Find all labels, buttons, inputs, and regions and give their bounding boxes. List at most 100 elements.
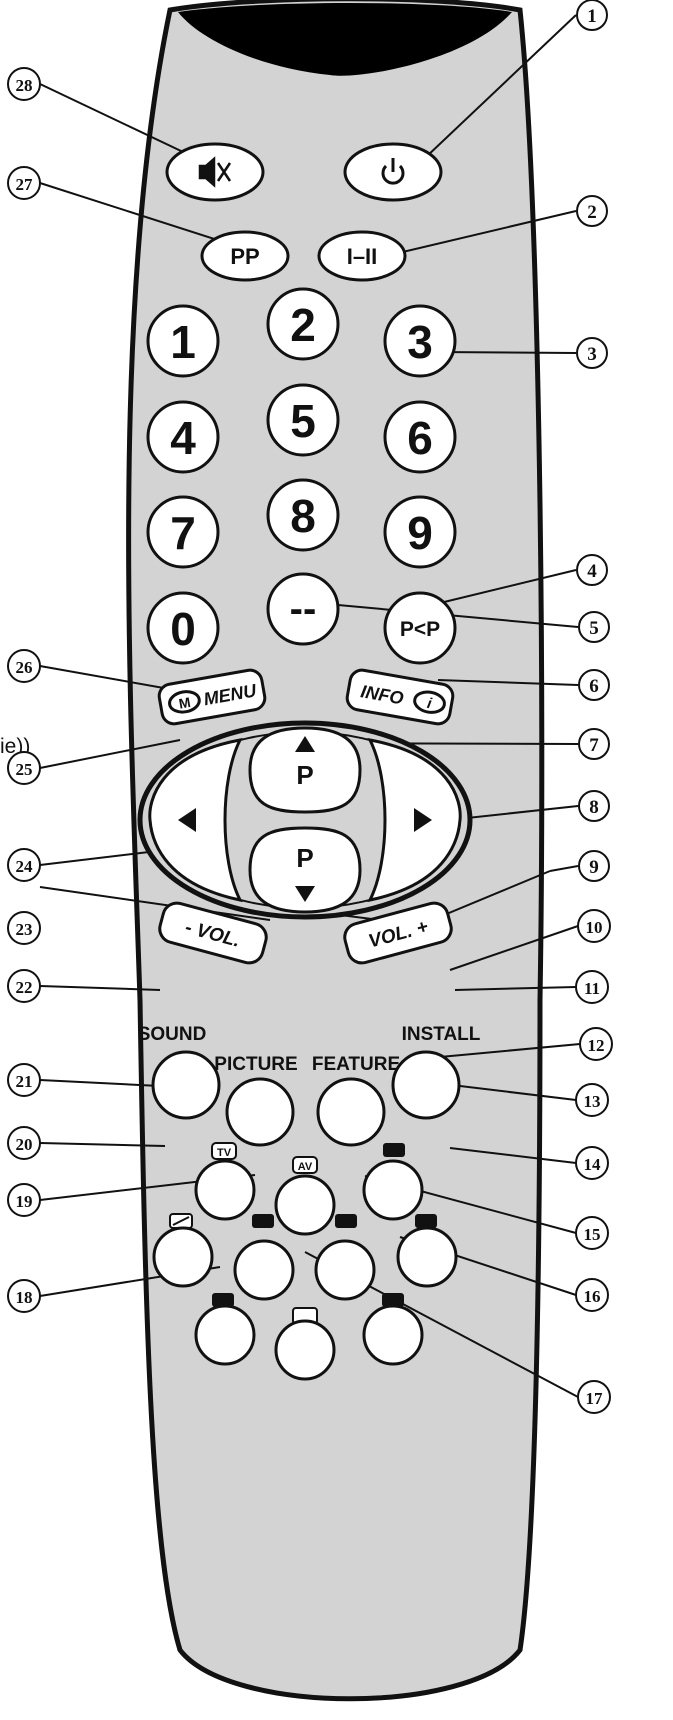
svg-text:15: 15 xyxy=(584,1225,601,1244)
callout-2: 2 xyxy=(576,195,608,227)
svg-text:19: 19 xyxy=(16,1192,33,1211)
arrow-right-icon xyxy=(414,808,432,832)
svg-text:20: 20 xyxy=(16,1135,33,1154)
svg-text:M: M xyxy=(177,694,191,712)
pap-button[interactable]: P<P xyxy=(383,591,457,665)
svg-text:14: 14 xyxy=(584,1155,602,1174)
index-button[interactable] xyxy=(194,1304,256,1366)
digit-button-1[interactable]: 1 xyxy=(146,304,220,378)
svg-text:26: 26 xyxy=(16,658,33,677)
svg-text:7: 7 xyxy=(589,735,599,756)
callout-13: 13 xyxy=(575,1083,609,1117)
svg-text:6: 6 xyxy=(589,676,599,697)
teletext-icon xyxy=(383,1143,405,1157)
svg-text:24: 24 xyxy=(16,857,34,876)
right-button[interactable] xyxy=(367,737,462,903)
hold-icon xyxy=(252,1214,274,1228)
callout-3: 3 xyxy=(576,337,608,369)
callouts: 1 2 3 4 5 6 7 8 9 10 11 12 13 14 15 16 1… xyxy=(7,0,613,1414)
callout-10: 10 xyxy=(577,909,611,943)
svg-text:1: 1 xyxy=(587,6,597,27)
svg-text:6: 6 xyxy=(407,412,433,464)
volume-down-button[interactable]: - VOL. xyxy=(157,900,270,966)
callout-19: 19 xyxy=(7,1183,41,1217)
callout-27: 27 xyxy=(7,166,41,200)
svg-text:4: 4 xyxy=(587,561,597,582)
mix-button[interactable] xyxy=(314,1239,376,1301)
info-button[interactable]: INFO i xyxy=(345,668,455,726)
page-size-button[interactable] xyxy=(152,1226,214,1288)
program-down-button[interactable]: P xyxy=(248,826,362,914)
digit-button-2[interactable]: 2 xyxy=(266,287,340,361)
pp-button[interactable]: PP xyxy=(200,230,290,282)
subpage-icon xyxy=(382,1293,404,1307)
cancel-button[interactable] xyxy=(396,1226,458,1288)
av-badge: AV xyxy=(292,1156,318,1174)
callout-7: 7 xyxy=(578,728,610,760)
svg-text:21: 21 xyxy=(16,1072,33,1091)
power-icon xyxy=(381,158,405,185)
digit-button-5[interactable]: 5 xyxy=(266,383,340,457)
power-button[interactable] xyxy=(343,142,443,202)
mono-stereo-button[interactable]: I–II xyxy=(317,230,407,282)
tv-badge: TV xyxy=(211,1142,237,1160)
svg-text:5: 5 xyxy=(589,618,599,639)
digit-button-0[interactable]: 0 xyxy=(146,591,220,665)
arrow-down-icon xyxy=(295,886,315,902)
subpage-button[interactable] xyxy=(362,1304,424,1366)
sound-button[interactable] xyxy=(151,1050,221,1120)
tv-button[interactable] xyxy=(194,1159,256,1221)
picture-button[interactable] xyxy=(225,1077,295,1147)
svg-text:--: -- xyxy=(290,587,317,631)
svg-text:12: 12 xyxy=(588,1036,605,1055)
callout-25: 25 xyxy=(7,751,41,785)
callout-22: 22 xyxy=(7,969,41,1003)
menu-button[interactable]: M MENU xyxy=(157,668,267,726)
digit-button-9[interactable]: 9 xyxy=(383,495,457,569)
digit-button-6[interactable]: 6 xyxy=(383,400,457,474)
svg-text:9: 9 xyxy=(407,507,433,559)
index-icon xyxy=(212,1293,234,1307)
callout-14: 14 xyxy=(575,1146,609,1180)
callout-15: 15 xyxy=(575,1216,609,1250)
svg-text:2: 2 xyxy=(587,202,597,223)
svg-text:8: 8 xyxy=(589,797,599,818)
info-badge xyxy=(413,690,446,714)
teletext-button[interactable] xyxy=(362,1159,424,1221)
picture-label: PICTURE xyxy=(214,1054,297,1075)
hold-button[interactable] xyxy=(233,1239,295,1301)
svg-text:8: 8 xyxy=(290,490,316,542)
feature-label: FEATURE xyxy=(312,1054,400,1075)
volume-up-button[interactable]: VOL. + xyxy=(342,900,455,966)
callout-23: 23 xyxy=(7,911,41,945)
reveal-button[interactable] xyxy=(274,1319,336,1381)
svg-text:18: 18 xyxy=(16,1288,33,1307)
digit-button-8[interactable]: 8 xyxy=(266,478,340,552)
mix-icon xyxy=(335,1214,357,1228)
digit-button-3[interactable]: 3 xyxy=(383,304,457,378)
sound-label: SOUND xyxy=(138,1024,207,1045)
mute-button[interactable] xyxy=(165,142,265,202)
av-button[interactable] xyxy=(274,1174,336,1236)
callout-26: 26 xyxy=(7,649,41,683)
two-digit-button[interactable]: -- xyxy=(266,572,340,646)
svg-text:AV: AV xyxy=(298,1161,313,1173)
callout-6: 6 xyxy=(578,669,610,701)
callout-17: 17 xyxy=(577,1380,611,1414)
svg-text:17: 17 xyxy=(586,1389,604,1408)
feature-button[interactable] xyxy=(316,1077,386,1147)
callout-18: 18 xyxy=(7,1279,41,1313)
program-up-button[interactable]: P xyxy=(248,726,362,814)
install-button[interactable] xyxy=(391,1050,461,1120)
svg-text:3: 3 xyxy=(407,316,433,368)
callout-1: 1 xyxy=(576,0,608,31)
arrow-up-icon xyxy=(295,736,315,752)
svg-text:0: 0 xyxy=(170,603,196,655)
svg-text:22: 22 xyxy=(16,978,33,997)
digit-button-4[interactable]: 4 xyxy=(146,400,220,474)
digit-button-7[interactable]: 7 xyxy=(146,495,220,569)
callout-4: 4 xyxy=(576,554,608,586)
svg-text:3: 3 xyxy=(587,344,597,365)
left-button[interactable] xyxy=(148,737,243,903)
svg-text:28: 28 xyxy=(16,76,33,95)
